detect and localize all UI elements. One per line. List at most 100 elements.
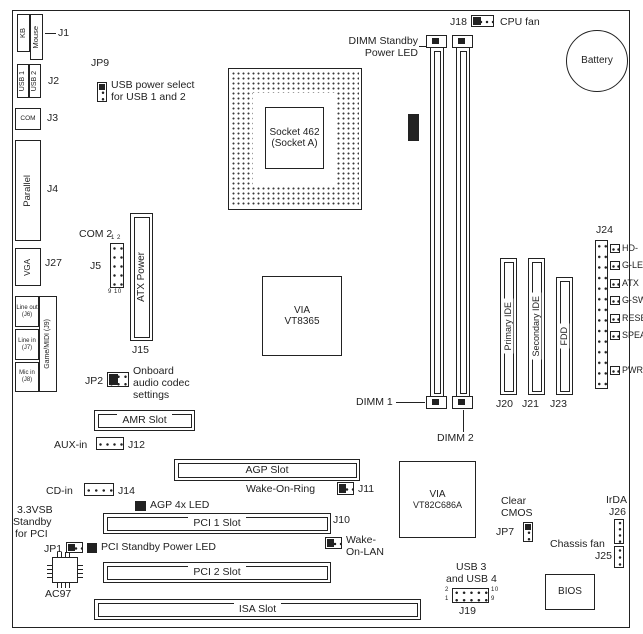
fp-pwr-led-icon bbox=[610, 366, 620, 375]
j4-label: J4 bbox=[47, 183, 59, 195]
southbridge-chip: VIA VT82C686A bbox=[399, 461, 476, 538]
vga-port-label: VGA bbox=[23, 258, 33, 276]
wake-on-lan-cap bbox=[327, 539, 334, 547]
ac97-pins-left bbox=[47, 562, 52, 578]
cpu-socket-label-1: Socket 462 bbox=[269, 126, 320, 138]
j25-label: J25 bbox=[595, 550, 612, 562]
isa-slot-inner bbox=[97, 602, 418, 617]
northbridge-chip: VIA VT8365 bbox=[262, 276, 342, 356]
amr-slot-label: AMR Slot bbox=[117, 414, 172, 427]
northbridge-label-2: VT8365 bbox=[284, 316, 320, 327]
jp7-label: JP7 bbox=[496, 526, 515, 538]
wake-on-ring-cap bbox=[339, 484, 346, 493]
dimm1-leader bbox=[396, 402, 425, 404]
cd-in-label: CD-in bbox=[46, 485, 73, 497]
northbridge-label-1: VIA bbox=[293, 304, 311, 316]
j2-label: J2 bbox=[48, 75, 60, 87]
fp-g-led-icon bbox=[610, 261, 620, 270]
pci2-slot-inner bbox=[106, 565, 328, 580]
bios-chip: BIOS bbox=[545, 574, 595, 610]
dimm-slot-2-latch-top bbox=[452, 35, 473, 48]
atx-power-label: ATX Power bbox=[135, 248, 148, 306]
j19-label: J19 bbox=[459, 605, 476, 617]
line-in-label-1: Line in bbox=[18, 337, 36, 344]
dimm-slot-2-latch-bottom bbox=[452, 396, 473, 409]
primary-ide-label: Primary IDE bbox=[503, 299, 514, 354]
wake-on-ring-label: Wake-On-Ring bbox=[246, 483, 316, 495]
mic-in-jack: Mic in (J8) bbox=[15, 362, 39, 392]
cpu-fan-label: CPU fan bbox=[500, 16, 540, 28]
ac97-label: AC97 bbox=[45, 588, 72, 600]
j14-label: J14 bbox=[118, 485, 135, 497]
primary-ide-connector: Primary IDE bbox=[500, 258, 517, 395]
vsb-label-3: for PCI bbox=[15, 528, 48, 540]
kb-port-label: KB bbox=[18, 27, 28, 38]
j5-header-icon bbox=[110, 243, 124, 288]
wake-on-lan-label-1: Wake- bbox=[346, 534, 376, 546]
fp-reset-label: RESE bbox=[622, 313, 643, 323]
line-out-jack: Line out (J6) bbox=[15, 296, 39, 327]
pci-standby-led-label: PCI Standby Power LED bbox=[101, 541, 216, 553]
pci2-slot: PCI 2 Slot bbox=[103, 562, 331, 583]
usb-power-select-text-1: USB power select bbox=[111, 79, 195, 91]
audio-codec-text-1: Onboard bbox=[133, 365, 174, 377]
dimm-slot-1-latch-bottom bbox=[426, 396, 447, 409]
dimm-slot-1-latch-bottom-mark bbox=[432, 399, 439, 405]
j23-label: J23 bbox=[550, 398, 567, 410]
ac97-chip bbox=[52, 557, 78, 583]
battery: Battery bbox=[566, 30, 628, 92]
dimm-standby-led-text-1: DIMM Standby bbox=[348, 35, 418, 47]
usb34-label-1: USB 3 bbox=[456, 561, 487, 573]
wake-on-lan-header-icon bbox=[325, 537, 342, 549]
southbridge-label-1: VIA bbox=[429, 488, 446, 500]
game-midi-port: Game/MIDI (J9) bbox=[39, 296, 57, 392]
parallel-port-label: Parallel bbox=[21, 174, 33, 207]
chassis-fan-label: Chassis fan bbox=[550, 538, 605, 550]
agp-slot-inner bbox=[177, 462, 357, 478]
agp-slot: AGP Slot bbox=[174, 459, 360, 481]
j20-label: J20 bbox=[496, 398, 513, 410]
dimm-standby-led-text-2: Power LED bbox=[364, 47, 418, 60]
secondary-ide-label: Secondary IDE bbox=[531, 293, 542, 360]
wake-on-ring-header-icon bbox=[337, 482, 354, 495]
dimm1-label: DIMM 1 bbox=[356, 396, 393, 408]
usb34-label-2: and USB 4 bbox=[446, 573, 497, 585]
fdd-label: FDD bbox=[559, 323, 570, 349]
jp2-label: JP2 bbox=[85, 375, 104, 387]
j24-header-icon bbox=[595, 240, 608, 389]
amr-slot: AMR Slot bbox=[94, 410, 195, 431]
agp-4x-led-label: AGP 4x LED bbox=[150, 499, 210, 511]
usb1-port-label: USB 1 bbox=[18, 70, 26, 92]
com2-label: COM 2 bbox=[79, 228, 113, 240]
agp-slot-label: AGP Slot bbox=[240, 463, 294, 477]
j27-label: J27 bbox=[45, 257, 62, 269]
j5-label: J5 bbox=[90, 260, 102, 272]
atx-power-inner bbox=[133, 216, 150, 338]
cd-in-connector-icon bbox=[84, 483, 114, 496]
game-midi-port-label: Game/MIDI (J9) bbox=[43, 319, 51, 369]
ac97-pins-top bbox=[57, 552, 73, 557]
jp1-jumper-icon bbox=[66, 542, 83, 553]
ac97-pins-bottom bbox=[57, 583, 73, 588]
audio-codec-text-2: audio codec bbox=[133, 377, 190, 389]
bios-label: BIOS bbox=[558, 586, 582, 598]
vsb-label-2: Standby bbox=[13, 516, 52, 528]
isa-slot: ISA Slot bbox=[94, 599, 421, 620]
dimm-slot-2-latch-bottom-mark bbox=[458, 399, 465, 405]
line-in-jack: Line in (J7) bbox=[15, 329, 39, 360]
dimm-slot-2-latch-top-mark bbox=[458, 38, 465, 44]
jp1-jumper-cap bbox=[68, 544, 75, 551]
atx-power-connector: ATX Power bbox=[130, 213, 153, 341]
cpu-socket-label-2: (Socket A) bbox=[271, 138, 318, 149]
dimm-standby-led-leader bbox=[419, 46, 427, 48]
j21-label: J21 bbox=[522, 398, 539, 410]
clear-cmos-label-1: Clear bbox=[501, 495, 527, 507]
fp-g-sw-label: G-SW bbox=[622, 295, 643, 305]
j19-header-icon bbox=[452, 588, 489, 603]
com-port: COM bbox=[15, 108, 41, 130]
vsb-label-1: 3.3VSB bbox=[17, 504, 53, 516]
dimm-slot-2 bbox=[456, 47, 470, 397]
dimm-slot-1-inner bbox=[433, 50, 441, 394]
usb2-port-label: USB 2 bbox=[30, 70, 38, 92]
com-port-label: COM bbox=[20, 115, 36, 123]
